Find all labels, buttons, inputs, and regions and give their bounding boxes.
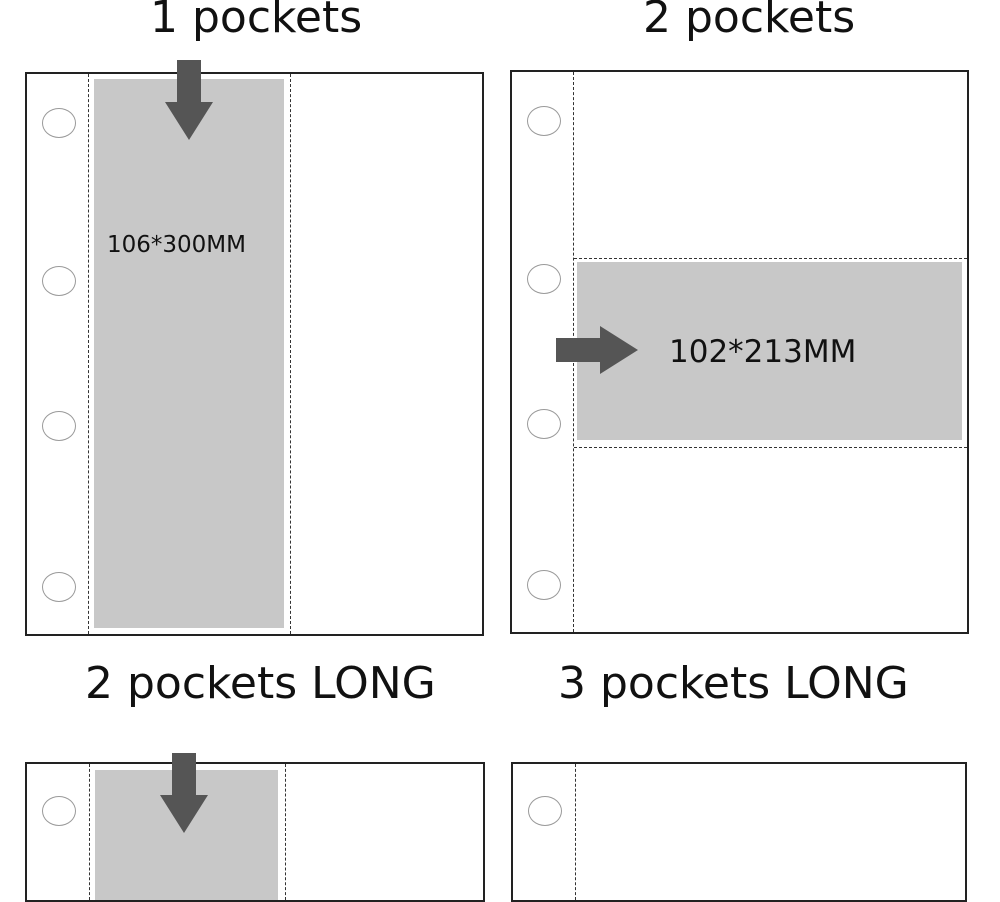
binder-hole bbox=[42, 411, 76, 441]
pocket-dimension-label: 102*213MM bbox=[669, 334, 857, 370]
binding-margin-line bbox=[89, 764, 90, 900]
title-1-pockets: 1 pockets bbox=[150, 0, 363, 43]
pocket-divider-line bbox=[285, 764, 286, 900]
pocket-area bbox=[94, 79, 284, 628]
binder-hole bbox=[42, 108, 76, 138]
binding-margin-line bbox=[575, 764, 576, 900]
title-3-pockets-long: 3 pockets LONG bbox=[558, 658, 909, 709]
binder-hole bbox=[527, 570, 561, 600]
title-2-pockets-long: 2 pockets LONG bbox=[85, 658, 436, 709]
title-2-pockets: 2 pockets bbox=[643, 0, 856, 43]
pocket-divider-line bbox=[290, 74, 291, 634]
binder-hole bbox=[42, 796, 76, 826]
pocket-divider-line bbox=[574, 447, 967, 448]
binder-hole bbox=[42, 266, 76, 296]
binder-hole bbox=[527, 409, 561, 439]
binder-hole bbox=[528, 796, 562, 826]
binder-hole bbox=[42, 572, 76, 602]
sheet-1-pockets: 106*300MM bbox=[25, 72, 484, 636]
arrow-down-icon bbox=[160, 753, 208, 833]
arrow-right-icon bbox=[556, 326, 638, 374]
pocket-area bbox=[577, 262, 962, 440]
sheet-2-pockets-long bbox=[25, 762, 485, 902]
sheet-3-pockets-long bbox=[511, 762, 967, 902]
binder-hole bbox=[527, 106, 561, 136]
pocket-divider-line bbox=[574, 258, 967, 259]
binder-hole bbox=[527, 264, 561, 294]
pocket-dimension-label: 106*300MM bbox=[107, 232, 246, 258]
arrow-down-icon bbox=[165, 60, 213, 140]
binding-margin-line bbox=[88, 74, 89, 634]
